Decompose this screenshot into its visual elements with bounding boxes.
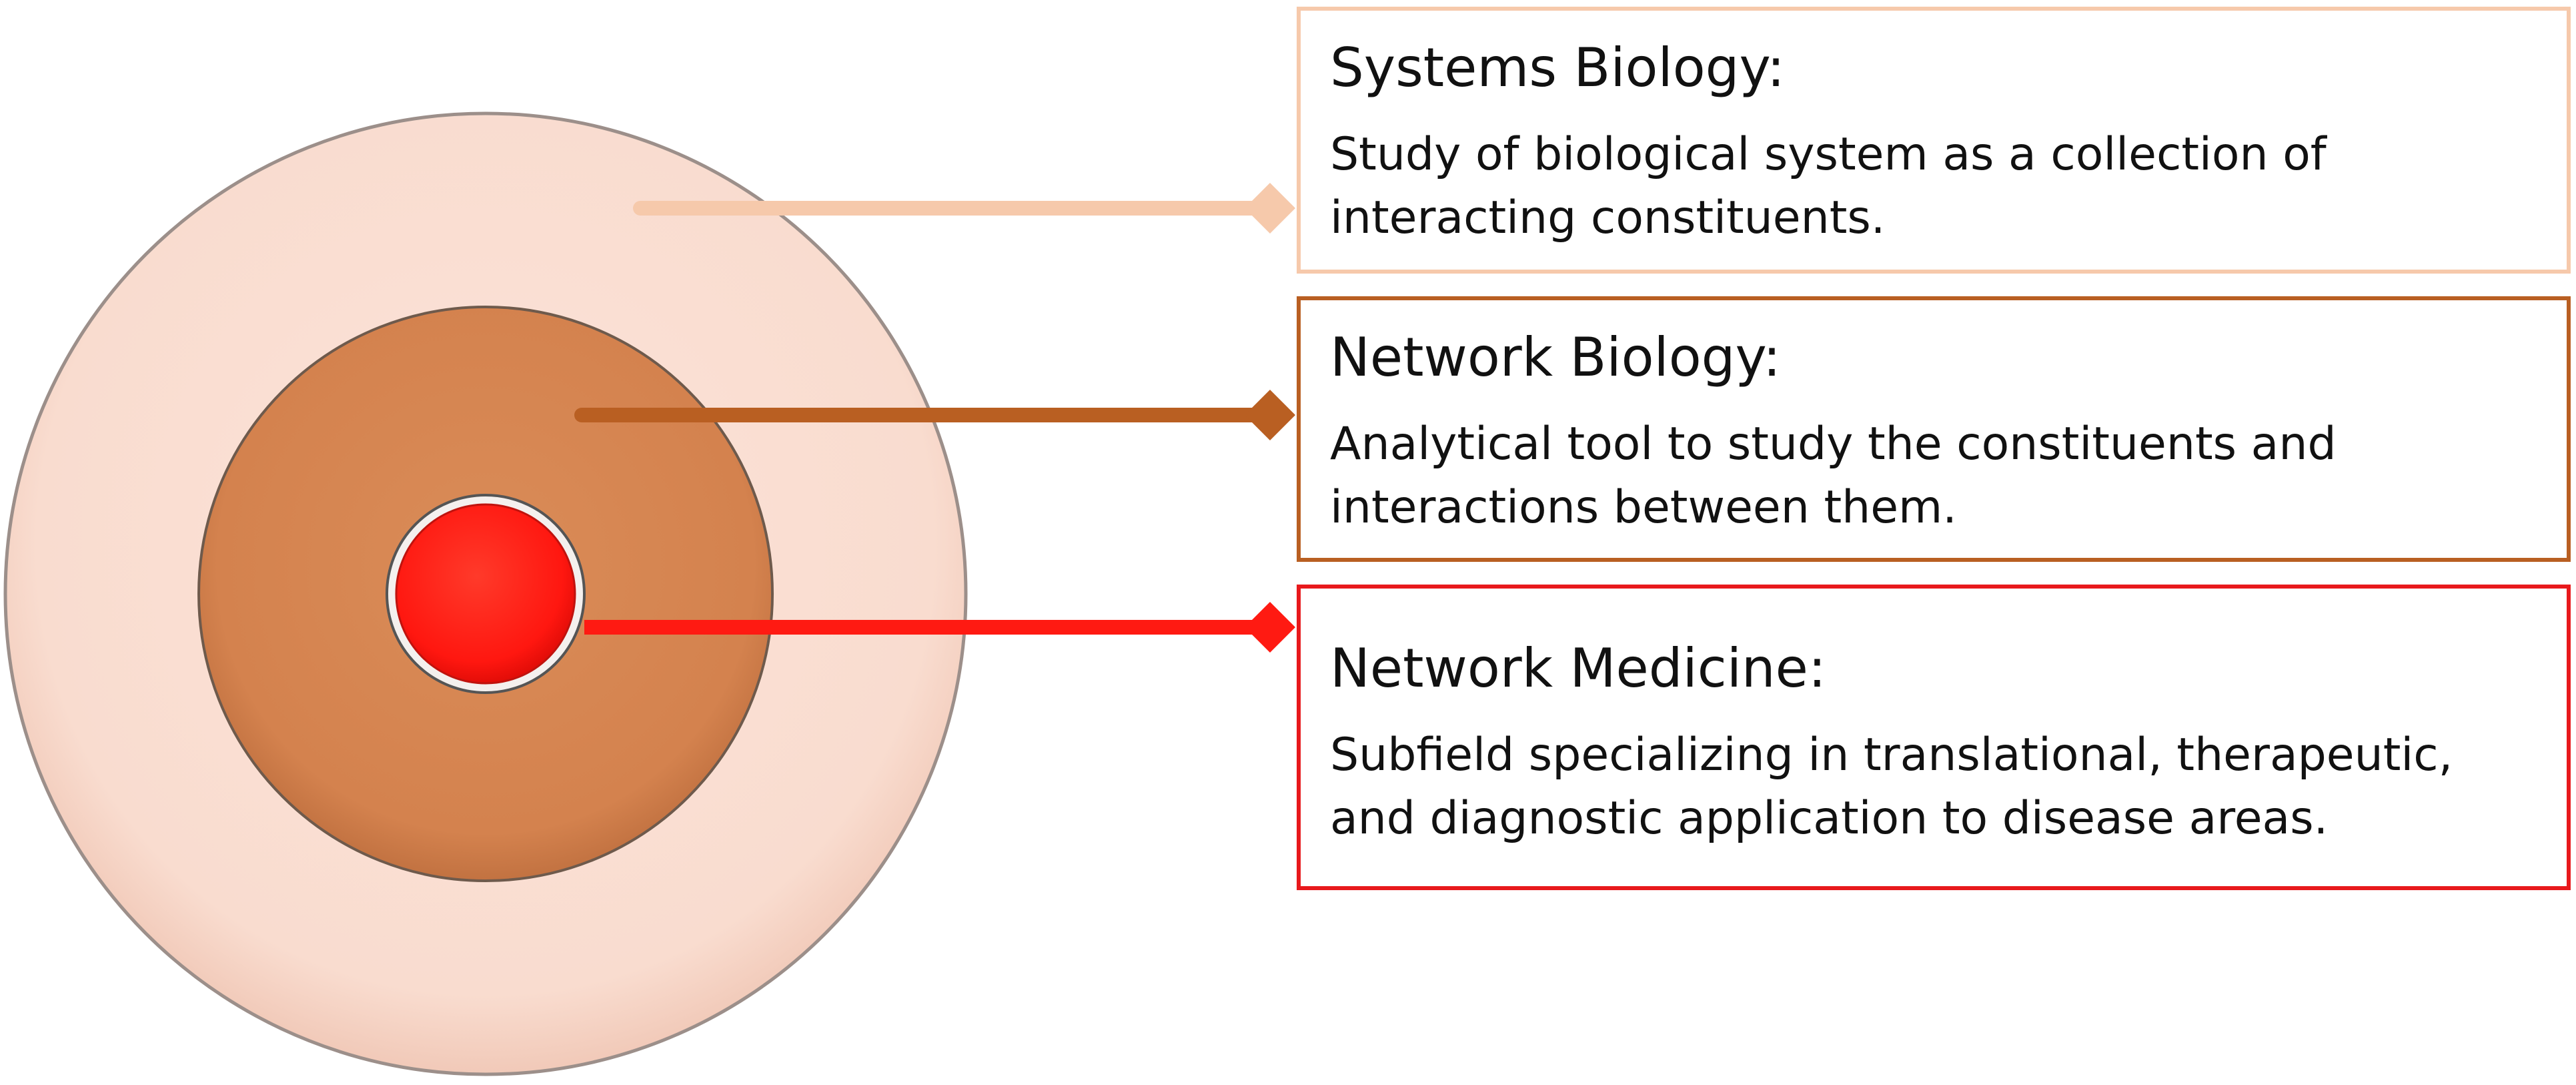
network-medicine-circle <box>395 503 576 685</box>
systems-biology-description-line: interacting constituents. <box>1330 192 1886 244</box>
network-medicine-title: Network Medicine: <box>1330 637 1826 699</box>
network-medicine-box: Network Medicine: Subfield specializing … <box>1297 585 2571 890</box>
network-medicine-diamond-marker <box>1245 602 1295 653</box>
network-biology-box: Network Biology: Analytical tool to stud… <box>1297 296 2571 562</box>
systems-biology-diamond-marker <box>1245 183 1295 234</box>
systems-biology-description-line: Study of biological system as a collecti… <box>1330 128 2327 181</box>
network-medicine-description: Subfield specializing in translational, … <box>1330 723 2537 850</box>
systems-biology-box: Systems Biology: Study of biological sys… <box>1297 7 2571 274</box>
network-medicine-description-line: Subfield specializing in translational, … <box>1330 729 2453 781</box>
network-biology-description-line: interactions between them. <box>1330 481 1957 534</box>
network-biology-description: Analytical tool to study the constituent… <box>1330 412 2537 539</box>
network-biology-description-line: Analytical tool to study the constituent… <box>1330 418 2337 470</box>
network-medicine-description-line: and diagnostic application to disease ar… <box>1330 792 2329 845</box>
systems-biology-description: Study of biological system as a collecti… <box>1330 123 2537 250</box>
systems-biology-title: Systems Biology: <box>1330 37 1785 99</box>
network-biology-diamond-marker <box>1245 390 1295 440</box>
network-biology-title: Network Biology: <box>1330 326 1781 388</box>
